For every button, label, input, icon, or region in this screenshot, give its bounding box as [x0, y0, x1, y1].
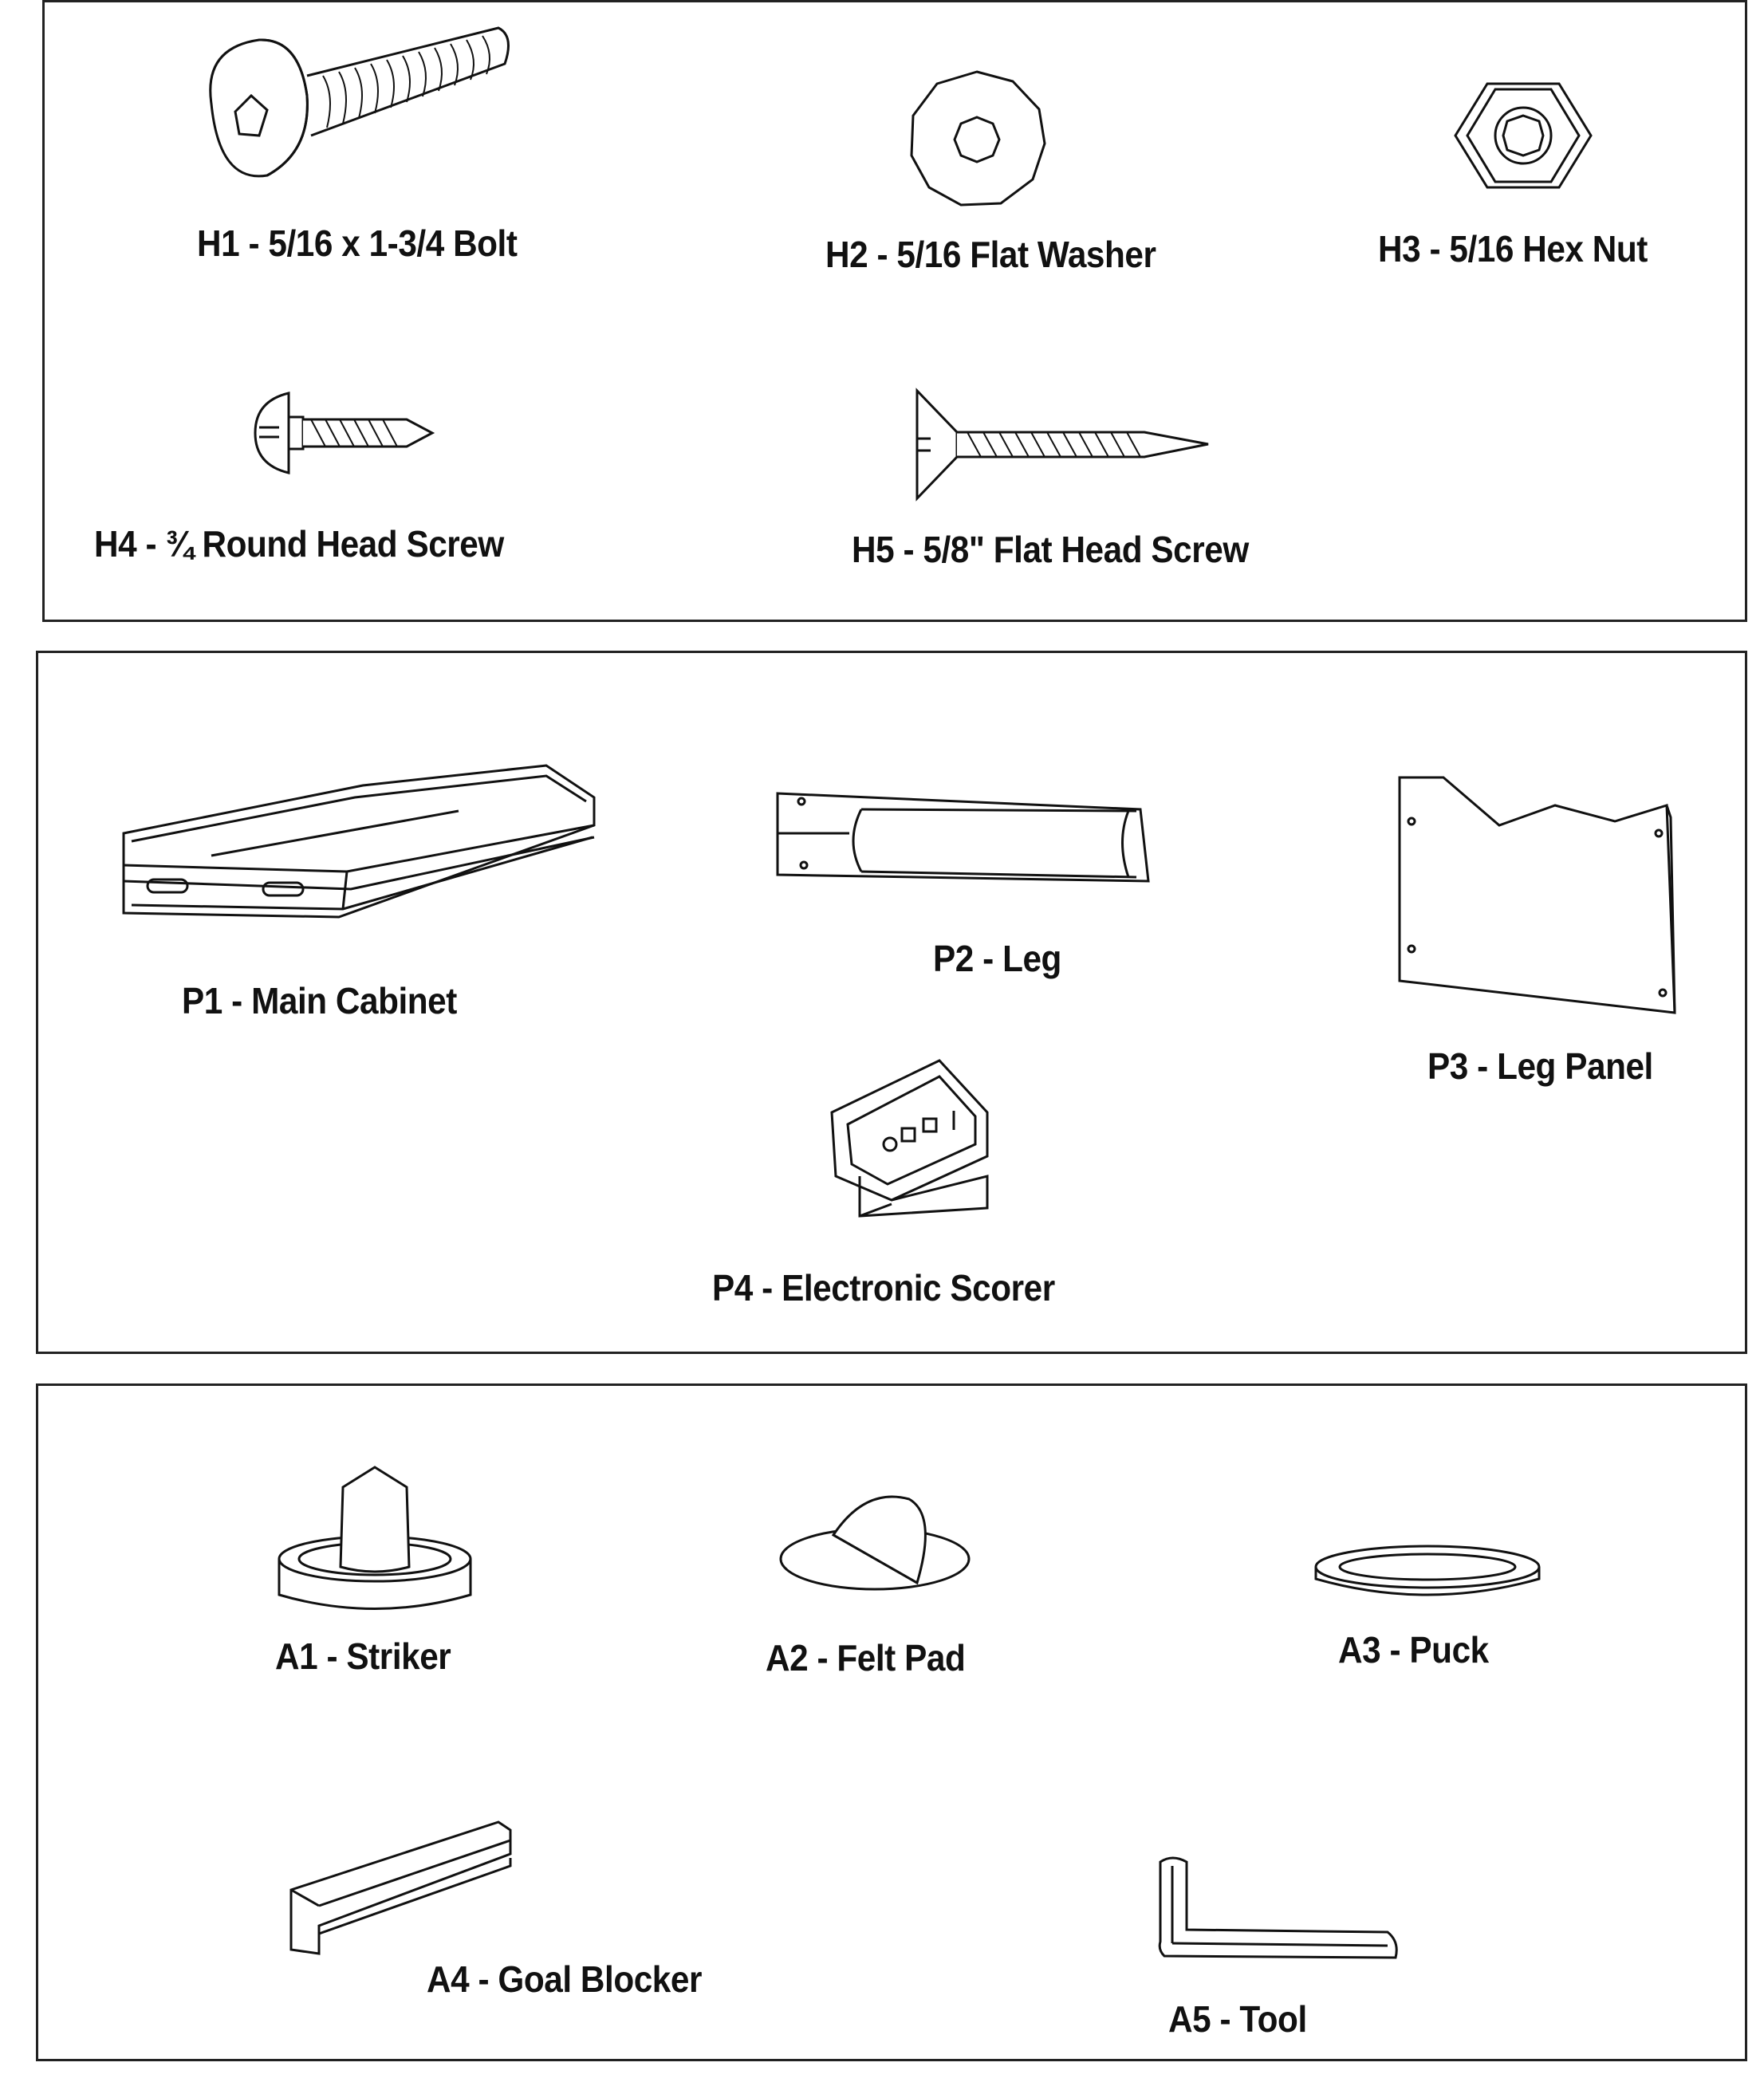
main-cabinet-icon: [116, 762, 602, 921]
p1-label: P1 - Main Cabinet: [182, 980, 457, 1021]
leg-icon: [774, 785, 1156, 885]
tool-icon: [1156, 1854, 1404, 1962]
parts-panel: [36, 651, 1747, 1354]
h3-label: H3 - 5/16 Hex Nut: [1378, 228, 1648, 270]
bolt-icon: [203, 16, 514, 191]
felt-pad-icon: [778, 1491, 973, 1595]
p4-label: P4 - Electronic Scorer: [712, 1267, 1055, 1309]
round-head-screw-icon: [255, 389, 439, 477]
p3-label: P3 - Leg Panel: [1427, 1045, 1653, 1087]
h1-label: H1 - 5/16 x 1-3/4 Bolt: [197, 222, 518, 264]
h2-label: H2 - 5/16 Flat Washer: [825, 234, 1156, 275]
a2-label: A2 - Felt Pad: [766, 1637, 966, 1679]
a5-label: A5 - Tool: [1168, 1998, 1307, 2040]
a3-label: A3 - Puck: [1338, 1629, 1489, 1671]
h4-label: H4 - ¾ Round Head Screw: [94, 523, 504, 565]
striker-icon: [275, 1463, 474, 1615]
a1-label: A1 - Striker: [275, 1635, 451, 1677]
goal-blocker-icon: [287, 1818, 518, 1962]
a4-label: A4 - Goal Blocker: [427, 1958, 702, 2000]
electronic-scorer-icon: [820, 1057, 999, 1220]
p2-label: P2 - Leg: [933, 938, 1061, 979]
flat-washer-icon: [905, 68, 1049, 211]
flat-head-screw-icon: [913, 387, 1212, 502]
leg-panel-icon: [1396, 773, 1683, 1021]
h5-label: H5 - 5/8" Flat Head Screw: [852, 529, 1249, 570]
puck-icon: [1312, 1543, 1543, 1599]
hex-nut-icon: [1451, 80, 1603, 191]
